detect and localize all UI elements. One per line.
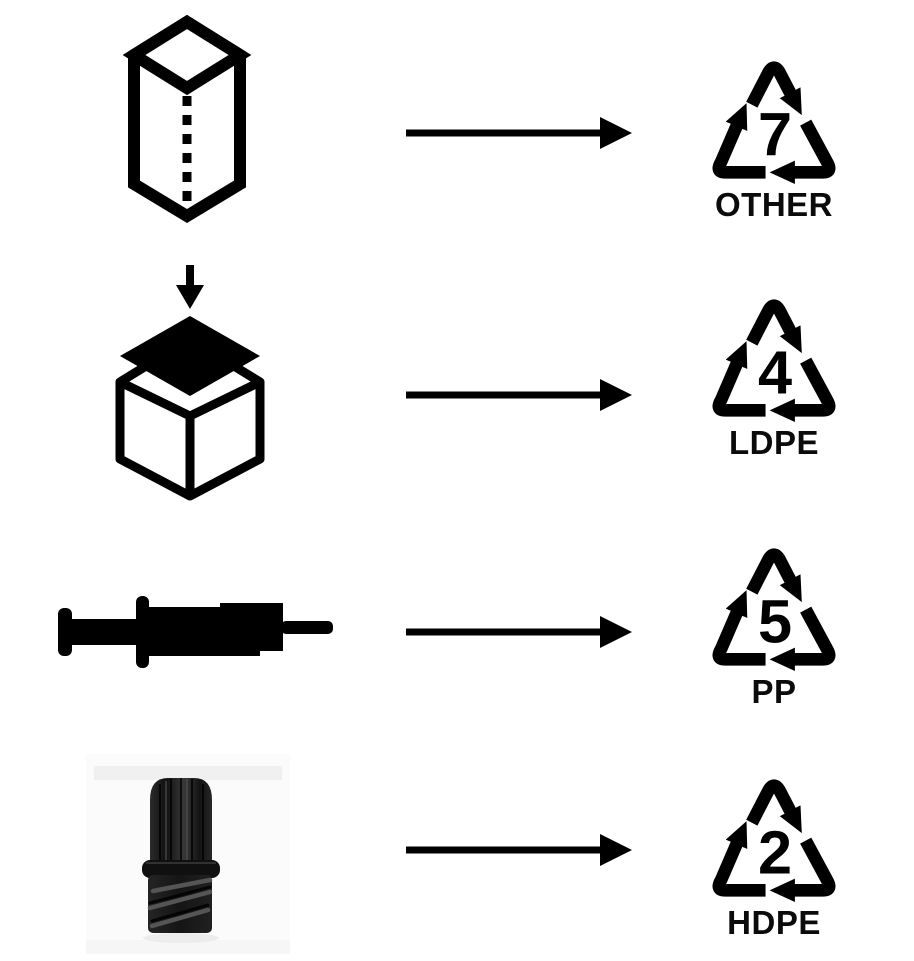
right-arrow-icon (406, 616, 632, 648)
resin-code-number: 5 (758, 587, 792, 655)
recycling-arrows-icon: 5 (712, 548, 836, 672)
item-photo-plastic-plug (86, 754, 290, 959)
arrow-row-3 (404, 614, 632, 655)
resin-code-number: 2 (758, 818, 792, 886)
item-icon-box-with-lid (114, 262, 266, 507)
down-arrow-icon (176, 265, 204, 309)
resin-code-label: OTHER (715, 186, 833, 223)
resin-code-number: 4 (758, 338, 792, 406)
resin-symbol-2-hdpe: 2 HDPE (700, 772, 848, 939)
lid-shape (120, 316, 260, 396)
tall-box-icon (122, 14, 252, 224)
recycling-arrows-icon: 4 (712, 299, 836, 423)
resin-symbol-4-ldpe: 4 LDPE (700, 292, 848, 459)
resin-code-label: PP (751, 673, 797, 710)
arrow-row-4 (404, 832, 632, 873)
right-arrow-icon (406, 834, 632, 866)
right-arrow-icon (406, 379, 632, 411)
arrow-row-1 (404, 115, 632, 156)
resin-symbol-5-pp: 5 PP (700, 541, 848, 708)
resin-code-label: HDPE (727, 904, 821, 941)
syringe-icon (58, 596, 333, 668)
box-with-lid-icon (115, 265, 265, 501)
resin-code-number: 7 (758, 100, 792, 168)
recycling-arrows-icon: 2 (712, 779, 836, 903)
resin-code-label: LDPE (728, 424, 819, 461)
plastic-plug-photo (86, 754, 290, 954)
right-arrow-icon (406, 117, 632, 149)
arrow-row-2 (404, 377, 632, 418)
recycling-arrows-icon: 7 (712, 61, 836, 185)
item-icon-tall-box (122, 14, 252, 227)
resin-symbol-7-other: 7 OTHER (700, 54, 848, 221)
item-icon-syringe (56, 594, 340, 675)
